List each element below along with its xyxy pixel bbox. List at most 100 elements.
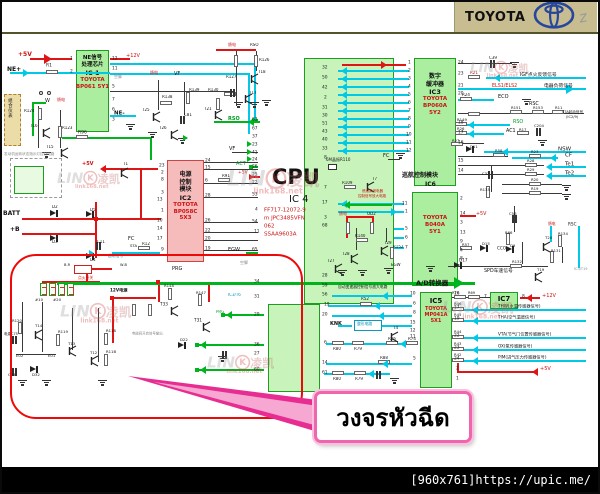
schematic-label: IC3/T19 — [574, 267, 588, 271]
diode-triangle — [30, 366, 36, 372]
ic-block-cpu-upper — [304, 58, 394, 304]
wire — [338, 134, 409, 136]
cap-plate — [12, 336, 14, 344]
schematic-label: 电磁阀开启信号输出 — [132, 332, 163, 336]
wire — [458, 124, 510, 126]
schematic-label: 电源C75 — [4, 332, 18, 336]
wire — [342, 64, 406, 66]
pin-number: 8 — [161, 177, 164, 182]
schematic-label: R140 — [355, 234, 366, 239]
schematic-label: 控制信号放大电路 — [358, 194, 386, 198]
schematic-label: R28 — [527, 159, 535, 164]
ic-label: TOYOTA — [424, 305, 448, 312]
pin-number: 40 — [322, 137, 328, 142]
wire-arrow — [374, 302, 380, 310]
pin-number: 2 — [408, 68, 411, 73]
pin-number: 12 — [410, 328, 416, 333]
gnd-bar — [427, 268, 434, 270]
transistor — [66, 342, 78, 361]
schematic-label: D4 — [90, 258, 96, 263]
wire — [458, 133, 504, 135]
cap-plate — [15, 368, 17, 376]
ic-label: 模块 — [179, 186, 192, 193]
pin-number: 10 — [410, 291, 416, 296]
schematic-label: R66 — [505, 231, 513, 236]
capacitor — [486, 171, 493, 179]
transistor — [248, 70, 260, 89]
capacitor — [228, 89, 235, 97]
resistor — [558, 235, 562, 247]
schematic-label: R91 — [222, 174, 230, 179]
diode-bar — [36, 366, 38, 373]
wire — [346, 216, 374, 218]
pin-number: 23 — [458, 71, 464, 76]
pin-number: 28 — [205, 193, 211, 198]
diode-triangle — [86, 211, 92, 217]
pin-number: 4 — [255, 207, 258, 212]
outlined-box — [74, 265, 92, 274]
wire — [338, 126, 409, 128]
transistor — [378, 242, 390, 261]
schematic-label: B-R — [64, 263, 71, 267]
schematic-label: R132 — [512, 260, 522, 265]
wire-arrow — [341, 147, 347, 155]
pin-number: 20 — [458, 91, 464, 96]
schematic-label: RSC — [568, 222, 577, 227]
capacitor — [534, 128, 541, 136]
cap-plate — [490, 60, 492, 68]
transistor — [88, 352, 100, 371]
schematic-label: R120 — [12, 319, 22, 324]
schematic-label: ACT — [236, 161, 246, 167]
gnd-bar — [396, 153, 405, 155]
resistor — [254, 55, 258, 67]
pin-number: 6 — [112, 107, 115, 112]
schematic-label: R149 — [457, 118, 467, 123]
schematic-label: C11 — [97, 240, 105, 245]
ic-label: BP060A — [423, 103, 447, 109]
ic-label: NE信号 — [82, 55, 103, 61]
wire-arrow — [341, 91, 347, 99]
ic-block-cpu-lower — [268, 304, 320, 392]
pin-number: 24 — [458, 60, 464, 65]
watermark-text: K — [83, 170, 98, 185]
gnd-bar — [538, 140, 547, 142]
ic-label: TOYOTA — [422, 215, 448, 221]
pin-number: 7 — [408, 108, 411, 113]
pin-number: 9 — [161, 247, 164, 252]
outlined-box — [10, 158, 62, 198]
schematic-label: R80 — [333, 347, 341, 352]
wire-arrow — [341, 115, 347, 123]
wire-arrow — [400, 340, 406, 348]
cap-plate — [536, 128, 538, 136]
pin-number: 5 — [405, 226, 408, 231]
schematic-label: 馈电 — [228, 43, 236, 48]
gnd-bar — [387, 272, 390, 274]
schematic-label: T20 — [545, 236, 553, 241]
wire — [338, 203, 404, 205]
capacitor — [94, 242, 101, 250]
gnd-bar — [510, 62, 519, 64]
wire — [332, 295, 412, 297]
gnd-bar — [562, 194, 571, 196]
pin-number: 22 — [252, 180, 258, 185]
wire — [158, 282, 160, 302]
wire — [57, 282, 475, 285]
pin-number: 61 — [322, 370, 328, 375]
schematic-label: T7 — [372, 177, 377, 182]
wire — [382, 325, 412, 327]
schematic-label: E02 — [16, 354, 24, 359]
schematic-label: R148 — [164, 284, 174, 289]
outlined-box — [14, 166, 44, 194]
pin-number: 27 — [254, 351, 260, 356]
schematic-label: IC 4 — [289, 194, 309, 205]
pin-number: 14 — [157, 226, 163, 231]
diode-triangle — [50, 210, 56, 216]
wire — [394, 228, 404, 230]
schematic-label: 馈电 — [548, 222, 556, 227]
pin-number: 43 — [322, 129, 328, 134]
gnd-bar — [178, 138, 187, 140]
pin-number: 13 — [460, 230, 466, 235]
schematic-label: STA — [130, 244, 138, 249]
